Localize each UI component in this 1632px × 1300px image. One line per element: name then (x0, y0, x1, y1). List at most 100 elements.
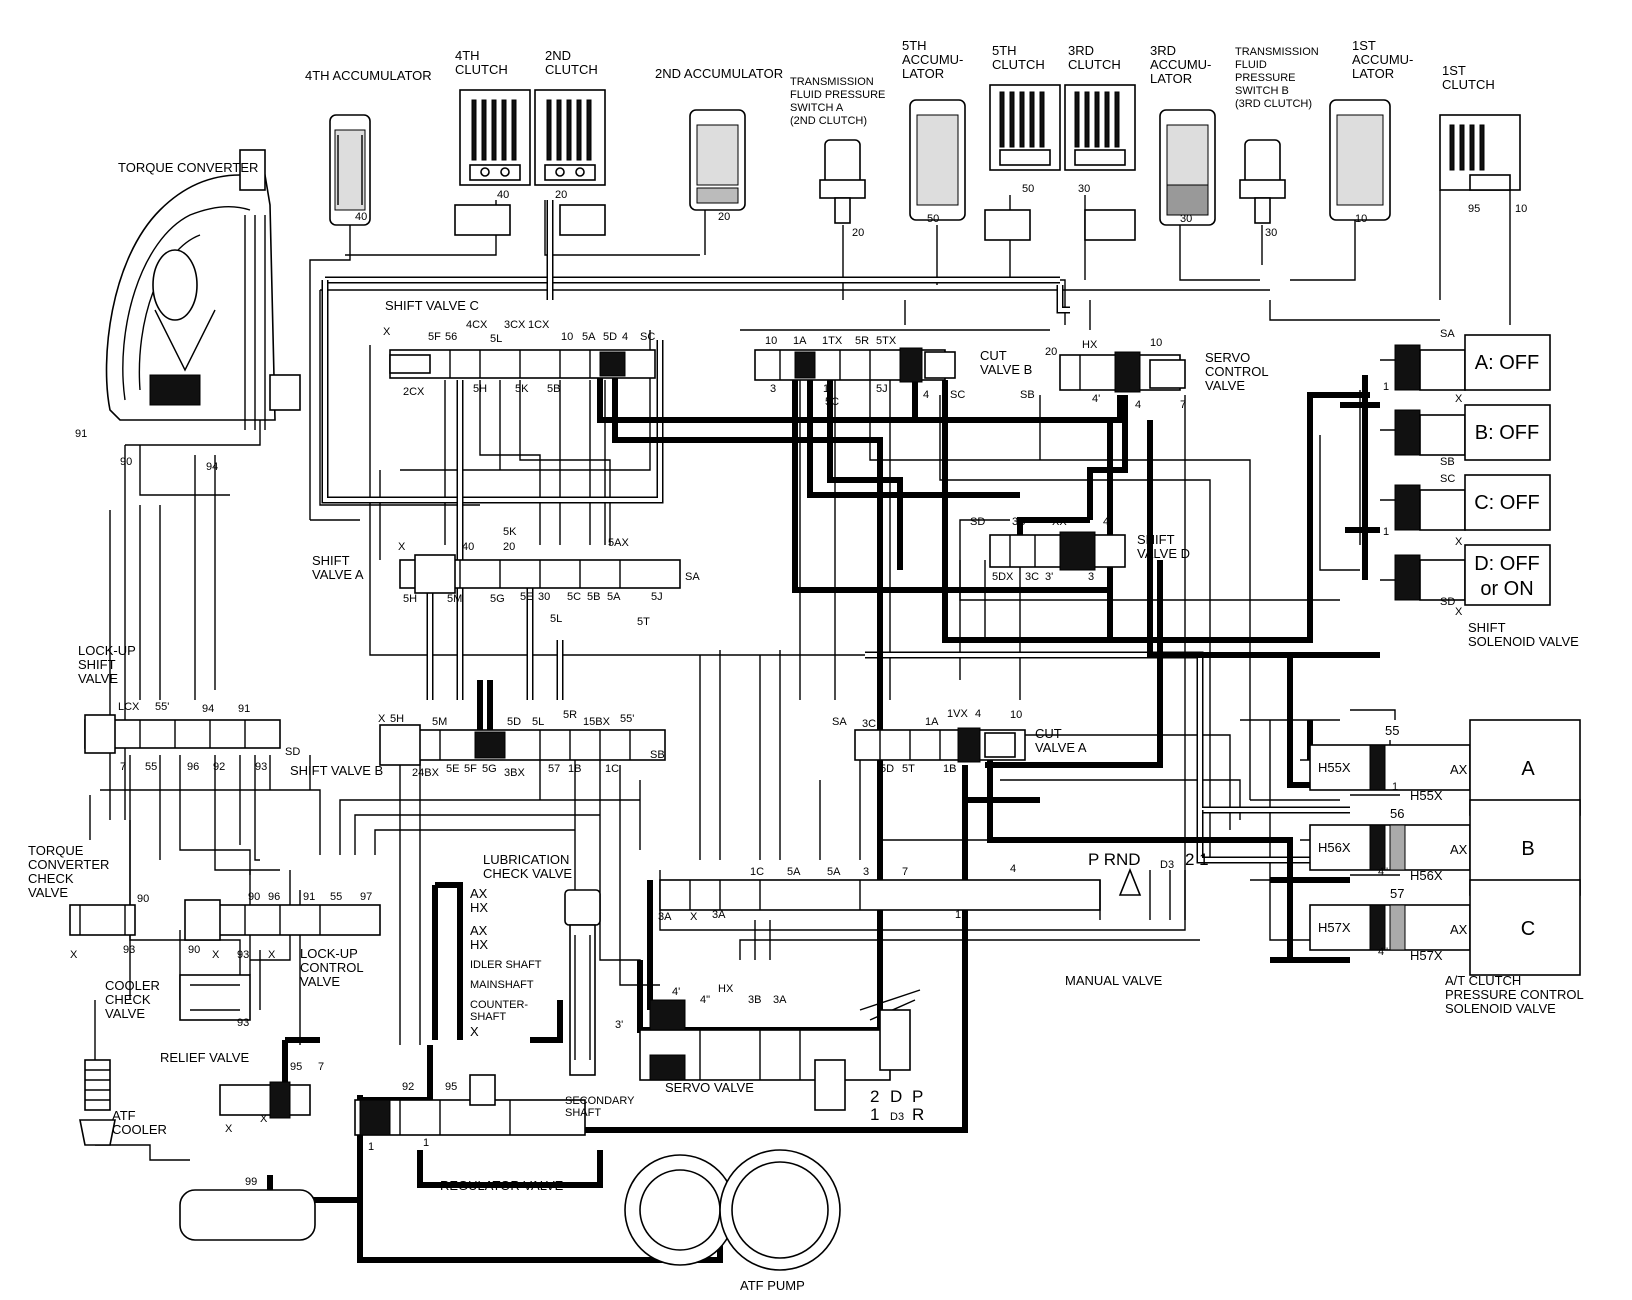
svg-text:20: 20 (718, 211, 730, 223)
svg-text:XX: XX (1052, 516, 1067, 528)
svg-text:5E: 5E (446, 763, 459, 775)
ports-cut-valve-a: SA 3C 1A 1VX 4 10 5D 5T 1B (832, 708, 1022, 775)
svg-text:HX: HX (470, 900, 488, 915)
lockup-shift-valve (84, 714, 281, 754)
torque-converter-check-valve (69, 904, 136, 936)
lockup-control-valve (184, 899, 381, 941)
svg-text:5T: 5T (902, 763, 915, 775)
svg-text:TRANSMISSION: TRANSMISSION (1235, 46, 1319, 58)
svg-text:4: 4 (1103, 516, 1109, 528)
svg-text:40: 40 (462, 541, 474, 553)
svg-text:3': 3' (1045, 571, 1053, 583)
pcs-valve-b-body (1309, 799, 1581, 896)
shift-solenoid-a (1394, 344, 1466, 391)
ports-cut-valve-b: 10 1A 1TX 5R 5TX 3 1 5C 5J 4 SC 20 HX 10… (765, 335, 1186, 411)
svg-text:57: 57 (548, 763, 560, 775)
ports-lower-left: 91 90 94 90 96 91 55 97 90 X 93 X 93 90 … (70, 428, 457, 1188)
svg-text:30: 30 (1265, 227, 1277, 239)
relief-valve (219, 1081, 311, 1119)
svg-text:90: 90 (137, 893, 149, 905)
svg-text:1C: 1C (750, 866, 764, 878)
state-b-label: B: OFF (1475, 422, 1539, 444)
cut-valve-a (854, 727, 1026, 763)
svg-text:5A: 5A (607, 591, 621, 603)
svg-text:5AX: 5AX (608, 537, 629, 549)
svg-text:94: 94 (206, 461, 218, 473)
svg-text:LOCK-UP: LOCK-UP (78, 643, 136, 658)
svg-text:3BX: 3BX (504, 767, 525, 779)
svg-text:4': 4' (1092, 393, 1100, 405)
svg-text:RELIEF VALVE: RELIEF VALVE (160, 1050, 249, 1065)
svg-text:3B: 3B (1012, 516, 1025, 528)
svg-text:1: 1 (1383, 381, 1389, 393)
svg-text:5D: 5D (507, 716, 521, 728)
svg-text:94: 94 (202, 703, 214, 715)
svg-text:TORQUE CONVERTER: TORQUE CONVERTER (118, 160, 258, 175)
svg-text:D: D (890, 1087, 902, 1106)
svg-text:LATOR: LATOR (902, 66, 944, 81)
svg-text:55: 55 (1385, 723, 1399, 738)
svg-text:5F: 5F (428, 331, 441, 343)
svg-text:SERVO: SERVO (1205, 350, 1250, 365)
svg-text:55': 55' (155, 701, 169, 713)
svg-text:1ST: 1ST (1442, 63, 1466, 78)
ports-shift-valve-a: X 40 5K 20 5AX 5H 5M 5G 5E 30 5C 5B 5A 5… (398, 526, 700, 628)
svg-text:SWITCH B: SWITCH B (1235, 85, 1289, 97)
svg-text:R: R (912, 1105, 924, 1124)
svg-text:5H: 5H (390, 713, 404, 725)
shift-solenoid-state-a: A: OFF (1464, 334, 1551, 391)
svg-text:1CX: 1CX (528, 319, 550, 331)
svg-text:20: 20 (503, 541, 515, 553)
svg-text:2 1: 2 1 (1185, 850, 1209, 869)
svg-text:VALVE: VALVE (105, 1006, 145, 1021)
label-4th-acc: 4TH ACCUMULATOR (305, 68, 432, 83)
svg-text:ATF PUMP: ATF PUMP (740, 1278, 805, 1293)
svg-text:ACCUMU-: ACCUMU- (902, 52, 963, 67)
svg-text:X: X (260, 1113, 268, 1125)
svg-text:CLUTCH: CLUTCH (1068, 57, 1121, 72)
torque-converter (105, 149, 301, 430)
svg-text:5L: 5L (490, 333, 502, 345)
svg-text:SHIFT: SHIFT (78, 657, 116, 672)
svg-text:H57X: H57X (1318, 920, 1351, 935)
svg-text:(3RD CLUTCH): (3RD CLUTCH) (1235, 98, 1312, 110)
svg-text:3C: 3C (1025, 571, 1039, 583)
svg-text:96: 96 (187, 761, 199, 773)
svg-text:15BX: 15BX (583, 716, 611, 728)
svg-text:AX: AX (1450, 842, 1468, 857)
svg-text:4TH: 4TH (455, 48, 480, 63)
svg-text:AX: AX (1450, 762, 1468, 777)
svg-text:5C: 5C (567, 591, 581, 603)
svg-text:SA: SA (685, 571, 700, 583)
svg-text:SA: SA (1440, 328, 1455, 340)
svg-text:5TH: 5TH (992, 43, 1017, 58)
svg-text:93: 93 (255, 761, 267, 773)
svg-text:SHIFT: SHIFT (1468, 620, 1506, 635)
svg-text:X: X (268, 949, 276, 961)
svg-text:1VX: 1VX (947, 708, 968, 720)
svg-text:5J: 5J (651, 591, 663, 603)
svg-text:FLUID: FLUID (1235, 59, 1267, 71)
svg-text:VALVE D: VALVE D (1137, 546, 1190, 561)
svg-text:4': 4' (672, 986, 680, 998)
svg-text:3RD: 3RD (1068, 43, 1094, 58)
svg-text:95: 95 (1468, 203, 1480, 215)
svg-text:93: 93 (237, 949, 249, 961)
svg-text:3A: 3A (773, 994, 787, 1006)
servo-valve (639, 989, 921, 1111)
svg-text:1: 1 (823, 383, 829, 395)
pcs-valve-a: A H55X AX 55 H55X (1318, 723, 1535, 803)
svg-text:MAINSHAFT: MAINSHAFT (470, 979, 534, 991)
svg-text:VALVE A: VALVE A (312, 567, 364, 582)
svg-text:AX: AX (470, 886, 488, 901)
svg-text:5K: 5K (503, 526, 517, 538)
svg-text:CUT: CUT (1035, 726, 1062, 741)
svg-text:PRESSURE: PRESSURE (1235, 72, 1296, 84)
lube-ports: AX HX AX HX IDLER SHAFT MAINSHAFT COUNTE… (470, 886, 542, 1039)
svg-text:4": 4" (700, 994, 710, 1006)
pressure-switch-b (1239, 139, 1286, 224)
svg-text:10: 10 (1010, 709, 1022, 721)
svg-text:3A: 3A (712, 909, 726, 921)
svg-text:5TX: 5TX (876, 335, 897, 347)
svg-text:5E: 5E (520, 591, 533, 603)
